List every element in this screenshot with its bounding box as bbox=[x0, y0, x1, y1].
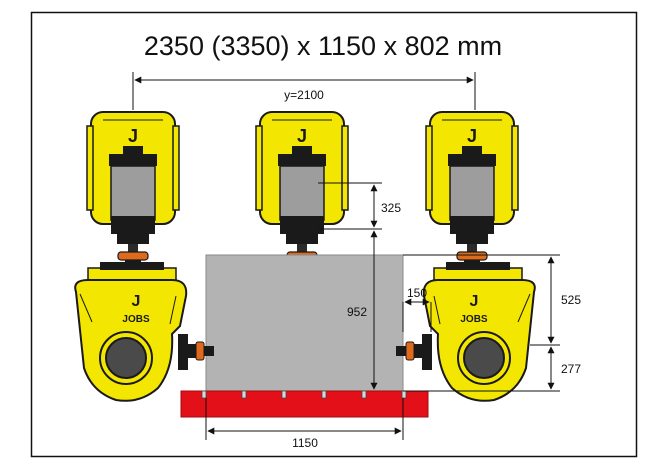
part-width-dimension: 1150 bbox=[205, 398, 404, 450]
head-logo-glyph: J bbox=[128, 126, 138, 146]
head-logo-glyph: J bbox=[467, 126, 477, 146]
side-gap-dimension: 150 bbox=[402, 286, 432, 332]
span-dimension-label: y=2100 bbox=[284, 88, 324, 102]
head-logo-glyph: J bbox=[470, 293, 479, 310]
part-width-label: 1150 bbox=[292, 436, 318, 450]
span-dimension: y=2100 bbox=[132, 72, 476, 110]
table-clamps bbox=[201, 390, 407, 399]
head-clearance-dimension: 325 bbox=[318, 182, 401, 230]
head-logo-text: JOBS bbox=[122, 314, 150, 325]
lower-height-label: 277 bbox=[561, 362, 581, 376]
height-dimensions: 525 277 bbox=[403, 254, 581, 392]
part-height-label: 952 bbox=[347, 305, 367, 319]
side-gap-label: 150 bbox=[407, 286, 427, 300]
part-height-dimension: 952 bbox=[347, 230, 378, 390]
vertical-head-center: J bbox=[255, 111, 349, 270]
machine-table bbox=[180, 390, 429, 418]
head-clearance-label: 325 bbox=[381, 201, 401, 215]
vertical-head-left: J bbox=[86, 111, 180, 270]
head-logo-glyph: J bbox=[132, 293, 141, 310]
vertical-head-right: J bbox=[425, 111, 519, 270]
head-logo-text: JOBS bbox=[460, 314, 488, 325]
horizontal-head-right-logo: J JOBS bbox=[460, 293, 488, 325]
diagram-title: 2350 (3350) x 1150 x 802 mm bbox=[144, 31, 502, 61]
workpiece bbox=[205, 254, 404, 392]
head-logo-glyph: J bbox=[297, 126, 307, 146]
horizontal-head-left: J JOBS bbox=[74, 261, 215, 402]
upper-height-label: 525 bbox=[561, 293, 581, 307]
